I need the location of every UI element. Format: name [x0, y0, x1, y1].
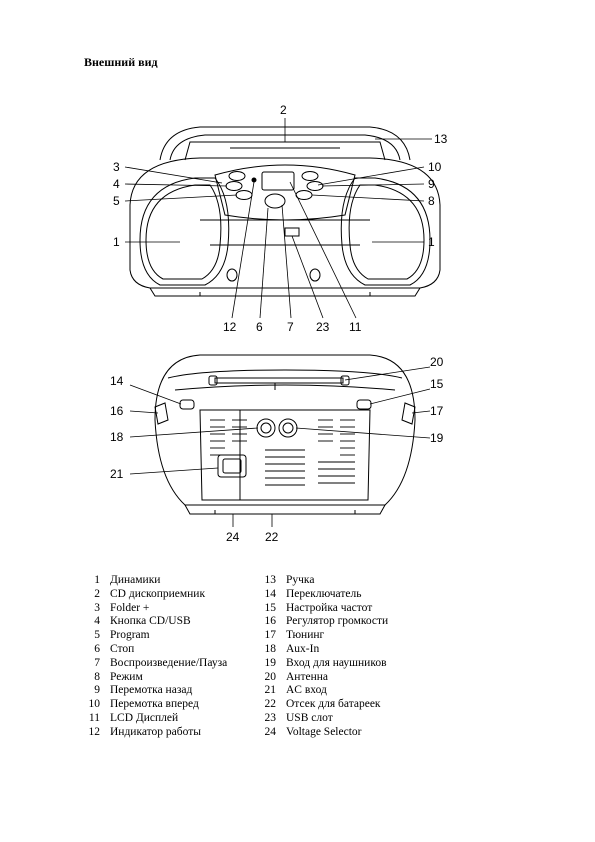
usb-slot — [284, 227, 300, 237]
callout-16: 16 — [110, 404, 124, 418]
callout-20: 20 — [430, 355, 444, 369]
ac-input — [217, 454, 247, 478]
callout-22: 22 — [265, 530, 279, 544]
callout-18: 18 — [110, 430, 124, 444]
callout-11: 11 — [349, 320, 362, 334]
callout-12: 12 — [223, 320, 237, 334]
callout-1-right: 1 — [428, 235, 435, 249]
callout-6: 6 — [256, 320, 263, 334]
right-speaker — [309, 177, 431, 286]
back-callouts: 20 14 15 16 17 18 19 21 24 22 — [110, 355, 444, 544]
lcd-display — [261, 171, 295, 191]
headphone-jack — [278, 418, 298, 438]
callout-9: 9 — [428, 177, 435, 191]
page-title: Внешний вид — [84, 55, 158, 69]
callout-8: 8 — [428, 194, 435, 208]
callout-19: 19 — [430, 431, 444, 445]
callout-1-left: 1 — [113, 235, 120, 249]
callout-17: 17 — [430, 404, 444, 418]
callout-14: 14 — [110, 374, 124, 388]
device-illustration: 2 13 3 10 4 9 5 8 1 1 12 6 7 23 11 20 14… — [110, 103, 448, 544]
left-speaker — [139, 177, 238, 286]
callout-23: 23 — [316, 320, 330, 334]
vents — [210, 419, 355, 486]
callout-10: 10 — [428, 160, 442, 174]
callout-13: 13 — [434, 132, 448, 146]
callout-7: 7 — [287, 320, 294, 334]
callout-2: 2 — [280, 103, 287, 117]
callout-5: 5 — [113, 194, 120, 208]
back-view — [129, 354, 431, 527]
aux-in-jack — [256, 418, 276, 438]
callout-4: 4 — [113, 177, 120, 191]
antenna — [208, 375, 350, 390]
callout-3: 3 — [113, 160, 120, 174]
callout-21: 21 — [110, 467, 124, 481]
front-view — [124, 118, 441, 319]
callout-15: 15 — [430, 377, 444, 391]
front-callouts: 2 13 3 10 4 9 5 8 1 1 12 6 7 23 11 — [113, 103, 448, 334]
callout-24: 24 — [226, 530, 240, 544]
